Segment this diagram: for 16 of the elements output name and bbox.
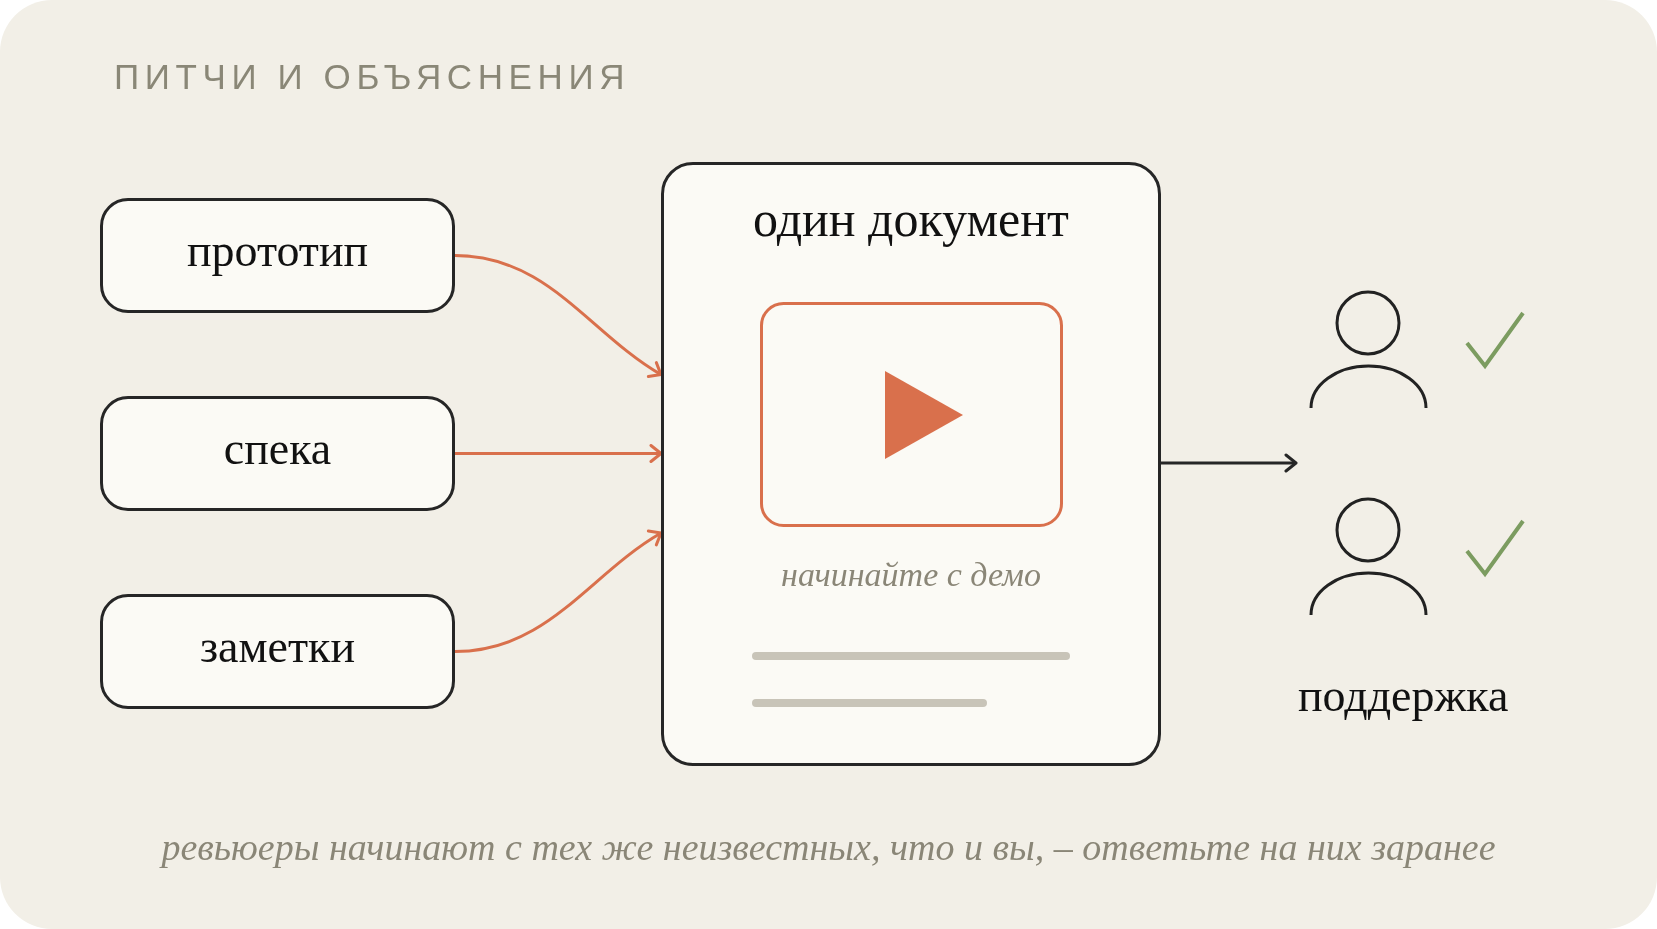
box-label: спека bbox=[223, 421, 332, 476]
box-label: прототип bbox=[186, 223, 369, 278]
group-label: поддержка bbox=[1298, 669, 1509, 723]
arrow bbox=[454, 254, 663, 378]
diagram-caption: ревьюеры начинают с тех же неизвестных, что и вы, – ответьте на них заранее bbox=[161, 825, 1496, 870]
source-box bbox=[100, 396, 455, 511]
arrow bbox=[454, 530, 663, 653]
document-title: один документ bbox=[752, 190, 1070, 249]
box-label: заметки bbox=[199, 619, 356, 674]
source-box bbox=[100, 198, 455, 313]
document-subtitle: начинайте с демо bbox=[780, 555, 1042, 595]
arrow bbox=[1161, 453, 1298, 473]
source-box bbox=[100, 594, 455, 709]
arrow bbox=[455, 444, 663, 463]
diagram-title: ПИТЧИ И ОБЪЯСНЕНИЯ bbox=[114, 59, 631, 94]
document-card bbox=[661, 162, 1161, 766]
